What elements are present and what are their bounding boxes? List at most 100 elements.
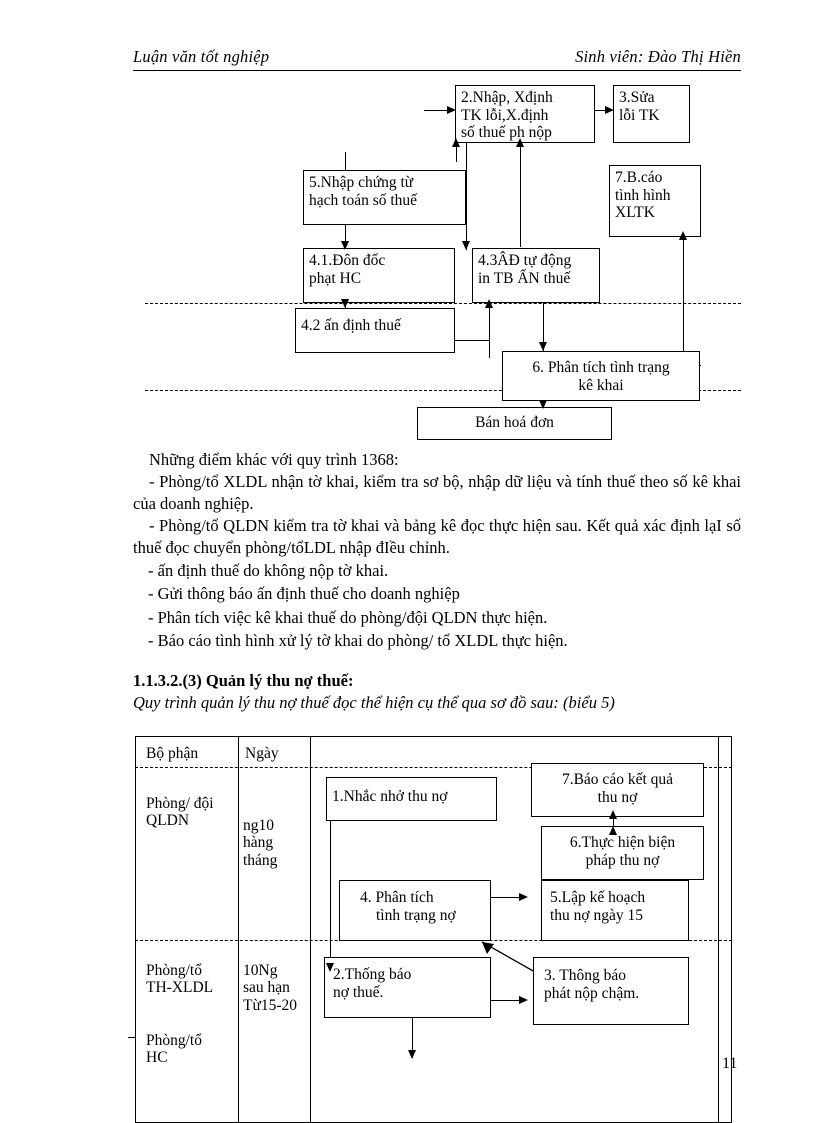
paragraph-2: - Phòng/tổ QLDN kiểm tra tờ khai và bảng… [133, 516, 741, 557]
arrowhead-in-box2 [447, 105, 456, 114]
column-divider-3 [718, 736, 719, 1123]
n6-line1: 6.Thực hiện biện [569, 834, 676, 851]
process-box-5: 5.Nhập chứng từ hạch toán số thuế [303, 170, 466, 225]
lane3-dept-line2: HC [146, 1049, 168, 1067]
process-box-sales-invoice: Bán hoá đơn [417, 407, 612, 440]
n2-line2: nợ thuế. [333, 983, 384, 1001]
process-box-7: 7.B.cáo tình hình XLTK [609, 165, 701, 237]
box6-line2: kê khai [578, 376, 624, 394]
paragraph-1: - Phòng/tổ XLDL nhận tờ khai, kiểm tra s… [133, 472, 741, 513]
debt-box-5: 5.Lập kế hoạch thu nợ ngày 15 [541, 880, 689, 941]
arrowhead-n2-down [407, 1050, 416, 1059]
arrowhead-box43 [484, 299, 493, 308]
arrowhead-sales [538, 400, 547, 409]
n5-line2: thu nợ ngày 15 [550, 906, 644, 924]
box7-line2: tình hình [615, 186, 671, 204]
n7-line2: thu nợ [597, 788, 638, 806]
left-margin-tick [128, 1037, 135, 1038]
process-box-2: 2.Nhập, Xđịnh TK lỗi,X.định số thuế ph n… [455, 85, 595, 143]
box3-line2: lỗi TK [619, 106, 660, 124]
box5-line2: hạch toán số thuế [309, 191, 418, 209]
n7-line1: 7.Báo cáo kết quả [561, 771, 674, 788]
swimlane-divider-1 [145, 303, 741, 304]
connector-in-box2 [424, 110, 451, 111]
connector-n6-n7 [613, 814, 614, 826]
n4-line2: tình trạng nợ [376, 906, 456, 924]
lane2-day-line1: 10Ng [243, 962, 278, 979]
list-item: - Gửi thông báo ấn định thuế cho doanh n… [148, 584, 460, 604]
lane1-dept-line1: Phòng/ đội [146, 795, 214, 812]
debt-box-2: 2.Thống báo nợ thuế. [324, 957, 491, 1018]
lane1-day-line1: ng10 [243, 817, 274, 834]
page-number: 11 [722, 1055, 738, 1072]
header-row-divider [135, 767, 732, 768]
list-item: - Phân tích việc kê khai thuế do phòng/đ… [148, 607, 548, 627]
arrowhead-n5 [519, 892, 528, 901]
arrowhead-n7 [608, 810, 617, 819]
box43-line2: in TB ẤN thuế [478, 269, 571, 287]
arrowhead-box2-right [515, 138, 524, 147]
column-header-day: Ngày [245, 745, 279, 762]
column-divider-1 [238, 736, 239, 1123]
n1-line1: 1.Nhắc nhở thu nợ [332, 788, 448, 805]
arrowhead-box41 [340, 241, 349, 250]
lane1-dept-line2: QLDN [146, 812, 190, 830]
n4-line1: 4. Phân tích [360, 889, 434, 906]
process-box-4-1: 4.1.Đôn đốc phạt HC [303, 248, 455, 303]
box6-line1: 6. Phân tích tình trạng [532, 359, 670, 376]
list-item: - ấn định thuế do không nộp tờ khai. [148, 561, 389, 580]
lane-label-thxldl: Phòng/tổ TH-XLDL [146, 962, 213, 997]
connector-into-box6 [543, 303, 544, 351]
n5-line1: 5.Lập kế hoạch [550, 889, 646, 906]
box41-line2: phạt HC [309, 269, 362, 287]
lane1-day-line3: tháng [243, 851, 278, 869]
arrowhead-box42 [340, 299, 349, 308]
box7-line3: XLTK [615, 204, 655, 222]
box2-line1: 2.Nhập, Xđịnh [461, 89, 553, 106]
arrowhead-n2 [325, 963, 334, 972]
bullet-list: - ấn định thuế do không nộp tờ khai. - G… [148, 559, 748, 653]
box42-line1: 4.2 ấn định thuế [301, 317, 401, 334]
debt-box-7: 7.Báo cáo kết quả thu nợ [531, 763, 704, 817]
header-rule [133, 70, 741, 71]
connector-box43-box2 [520, 142, 521, 247]
lane2-dept-line1: Phòng/tổ [146, 962, 202, 979]
arrowhead-n6 [608, 826, 617, 835]
lane1-day-line2: hàng [243, 834, 274, 852]
lane2-dept-line2: TH-XLDL [146, 979, 214, 997]
arrowhead-box2-left [451, 138, 460, 147]
lane3-dept-line1: Phòng/tổ [146, 1032, 202, 1049]
lane2-day-line2: sau hạn [243, 979, 290, 997]
process-box-3: 3.Sửa lỗi TK [613, 85, 690, 143]
swimlane-divider-2 [145, 390, 741, 391]
box2-line3: số thuế ph nộp [461, 124, 552, 142]
process-box-4-3: 4.3ÂĐ tự động in TB ẤN thuế [472, 248, 600, 303]
section-heading: 1.1.3.2.(3) Quản lý thu nợ thuế: [133, 671, 354, 690]
connector-n2-down [412, 1018, 413, 1058]
box43-line1: 4.3ÂĐ tự động [478, 252, 572, 269]
process-box-6: 6. Phân tích tình trạng kê khai [502, 351, 700, 401]
lane2-day-line3: Từ15-20 [243, 996, 298, 1014]
connector-box42-right [455, 340, 489, 341]
lane-label-hc: Phòng/tổ HC [146, 1032, 202, 1067]
connector-n2-n3 [490, 1000, 526, 1001]
debt-box-1: 1.Nhắc nhở thu nợ [326, 777, 497, 821]
arrowhead-box5-right [461, 241, 470, 250]
box5-line1: 5.Nhập chứng từ [309, 174, 414, 191]
column-header-department: Bộ phận [146, 745, 199, 762]
n6-line2: pháp thu nợ [585, 851, 660, 869]
n2-line1: 2.Thống báo [333, 966, 412, 983]
lane-day-qldn: ng10 hàng tháng [243, 817, 277, 869]
arrowhead-box3 [605, 105, 614, 114]
connector-into-box7 [683, 235, 684, 365]
arrowhead-box6 [538, 342, 547, 351]
process-box-4-2: 4.2 ấn định thuế [295, 308, 455, 353]
box3-line1: 3.Sửa [619, 89, 655, 106]
header-left-text: Luận văn tốt nghiệp [133, 47, 270, 66]
connector-n4-n5 [490, 897, 526, 898]
list-item: - Báo cáo tình hình xử lý tờ khai do phò… [148, 631, 568, 651]
connector-box1-box2 [330, 820, 331, 972]
arrowhead-box7 [678, 231, 687, 240]
section-subtitle: Quy trình quản lý thu nợ thuế đọc thể hi… [133, 693, 615, 712]
